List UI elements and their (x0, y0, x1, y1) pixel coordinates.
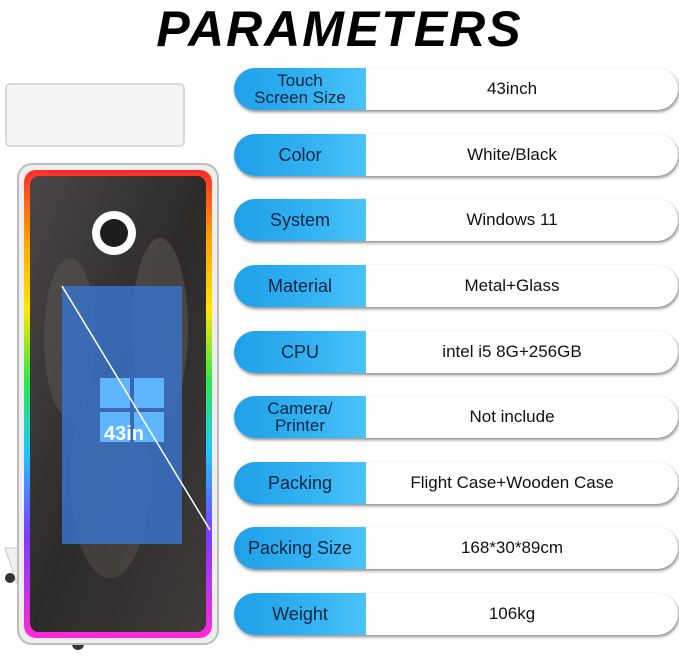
param-label: Packing Size (234, 527, 366, 569)
param-row-weight: Weight 106kg (234, 593, 678, 635)
param-value: 168*30*89cm (460, 538, 564, 557)
param-value: White/Black (467, 145, 557, 164)
param-row-packing: Packing Flight Case+Wooden Case (234, 462, 678, 504)
param-label: Packing (234, 462, 366, 504)
param-row-material: Material Metal+Glass (234, 265, 678, 307)
param-value: Not include (469, 407, 555, 426)
param-row-cpu: CPU intel i5 8G+256GB (234, 331, 678, 373)
param-row-packing-size: Packing Size 168*30*89cm (234, 527, 678, 569)
param-label: Camera/ Printer (234, 396, 366, 438)
param-row-system: System Windows 11 (234, 199, 678, 241)
param-label: Touch Screen Size (234, 68, 366, 110)
param-value: 43inch (486, 79, 538, 98)
param-label: System (234, 199, 366, 241)
header-box (5, 83, 185, 147)
param-row-camera-printer: Camera/ Printer Not include (234, 396, 678, 438)
param-label: Weight (234, 593, 366, 635)
diagonal-line (61, 285, 211, 531)
param-label: CPU (234, 331, 366, 373)
param-value: 106kg (488, 604, 536, 623)
param-value: Metal+Glass (464, 276, 560, 295)
param-label: Color (234, 134, 366, 176)
photo-booth-image: 43in (0, 78, 230, 659)
param-value: Windows 11 (466, 210, 558, 229)
page-title: PARAMETERS (156, 1, 523, 57)
param-row-color: Color White/Black (234, 134, 678, 176)
param-label: Material (234, 265, 366, 307)
screen-size-label: 43in (104, 423, 145, 445)
param-row-touch-screen-size: Touch Screen Size 43inch (234, 68, 678, 110)
param-value: intel i5 8G+256GB (442, 342, 582, 361)
mirror-photo-booth-illustration (4, 83, 219, 650)
param-value: Flight Case+Wooden Case (410, 473, 614, 492)
